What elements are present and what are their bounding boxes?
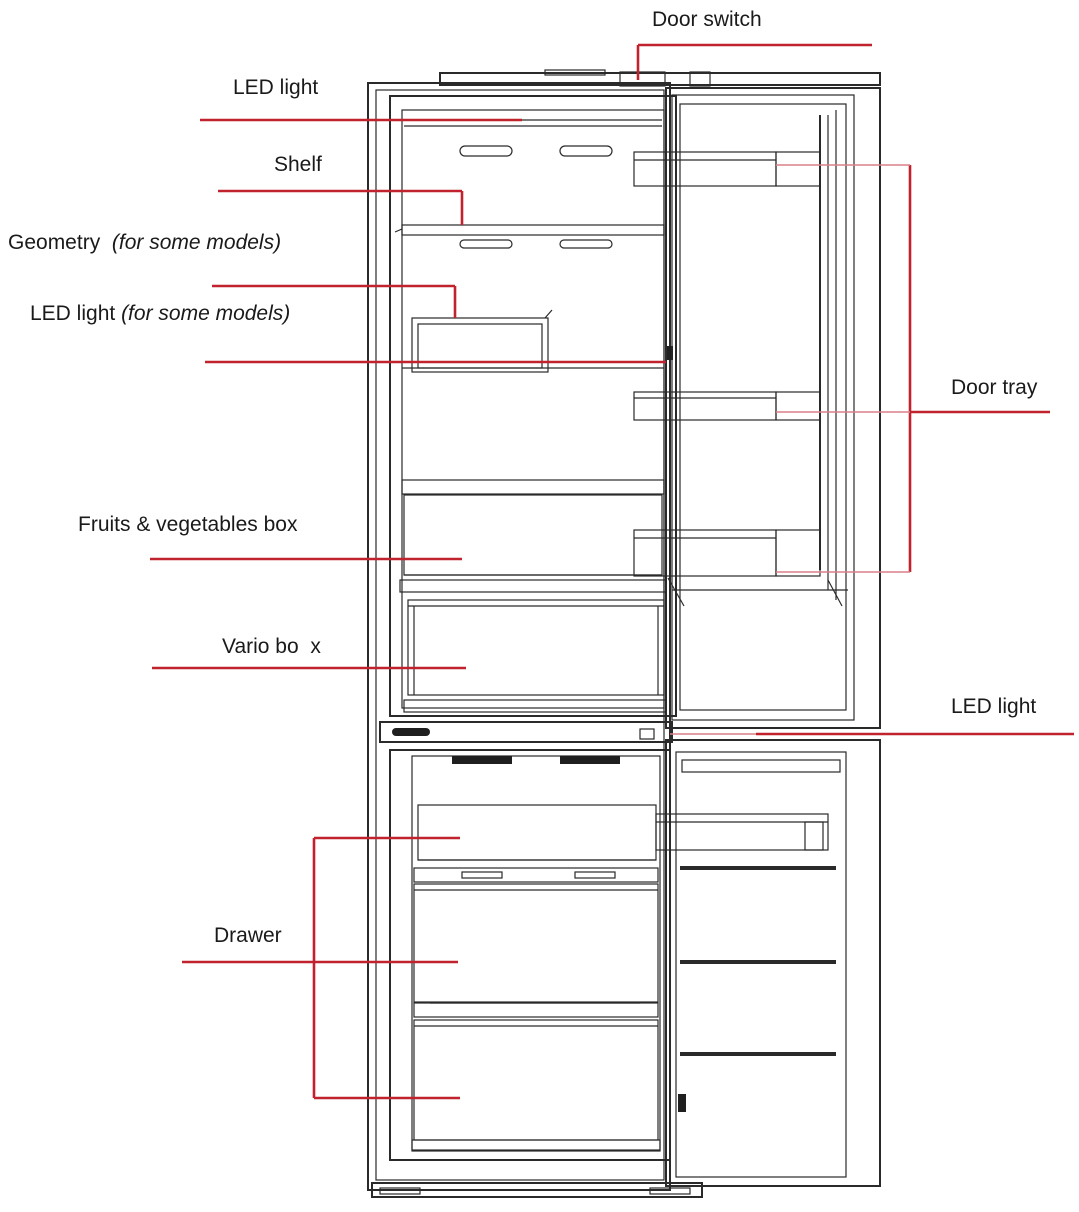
label-drawer: Drawer bbox=[214, 924, 282, 947]
label-door-switch: Door switch bbox=[652, 8, 762, 31]
label-led-light-right: LED light bbox=[951, 695, 1037, 718]
label-shelf: Shelf bbox=[274, 153, 322, 176]
label-led-light-models-text: LED light bbox=[30, 302, 116, 325]
label-door-tray: Door tray bbox=[951, 376, 1038, 399]
label-led-light-top: LED light bbox=[233, 76, 319, 99]
label-fruits-box: Fruits & vegetables box bbox=[78, 513, 298, 536]
label-geometry-text: Geometry bbox=[8, 231, 101, 254]
label-led-light-models-note: (for some models) bbox=[121, 302, 291, 325]
label-geometry-note: (for some models) bbox=[111, 231, 282, 254]
label-vario-box: Vario bo x bbox=[222, 635, 321, 658]
label-geometry: Geometry (for some models) bbox=[8, 231, 281, 255]
fridge-illustration bbox=[367, 69, 881, 1198]
leader-lines bbox=[150, 43, 1074, 1100]
label-led-light-models: LED light (for some models) bbox=[30, 302, 290, 326]
